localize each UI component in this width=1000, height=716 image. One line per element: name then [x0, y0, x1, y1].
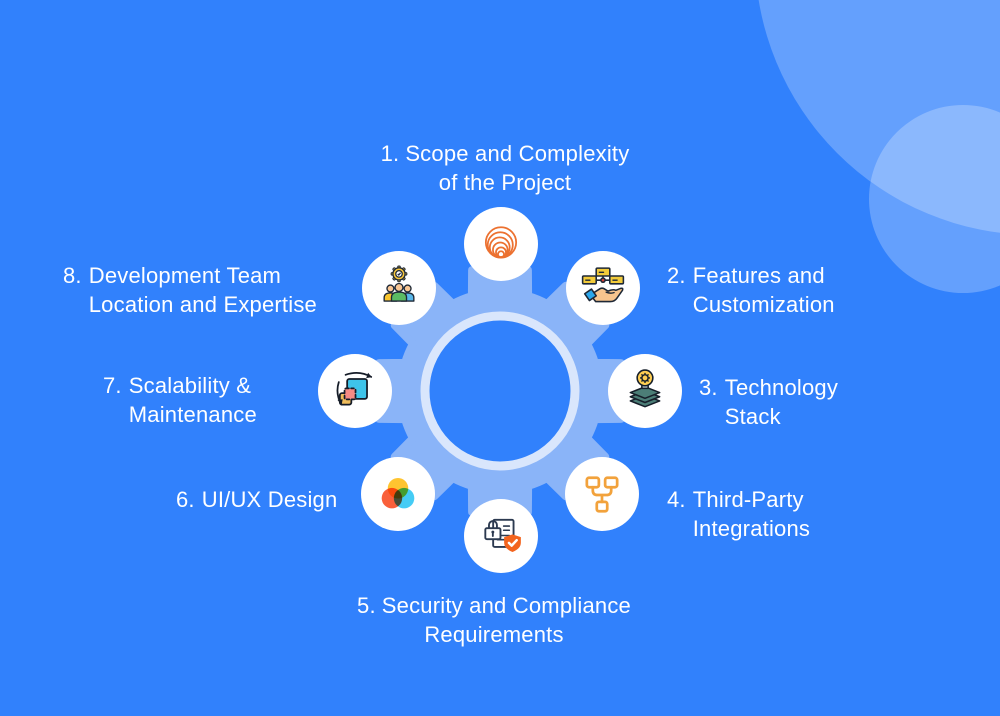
item6-icon-circle [361, 457, 435, 531]
item5-text: Security and Compliance [381, 593, 631, 618]
item8-text-line2: Location and Expertise [88, 292, 317, 317]
item5-label: 5.Security and Compliance Requirements [329, 591, 659, 649]
item8-text: Development Team [88, 263, 282, 288]
item2-label: 2. Features and Customization [667, 261, 835, 319]
item6-label: 6. UI/UX Design [176, 485, 337, 514]
item4-icon-circle [565, 457, 639, 531]
item1-icon-circle [464, 207, 538, 281]
item3-text: Technology [724, 375, 839, 400]
item3-label: 3. Technology Stack [699, 373, 838, 431]
color-wheel-icon [381, 478, 415, 509]
resize-squares-icon [336, 371, 373, 406]
item5-icon-circle [464, 499, 538, 573]
secure-document-shield-icon [484, 518, 521, 552]
item4-text: Third-Party [692, 487, 804, 512]
item3-icon-circle [608, 354, 682, 428]
item6-number: 6. [176, 487, 195, 512]
item4-number: 4. [667, 487, 686, 512]
item5-text-line2: Requirements [424, 622, 564, 647]
item7-text-line2: Maintenance [128, 402, 257, 427]
item4-text-line2: Integrations [692, 516, 811, 541]
inner-ring [420, 311, 580, 471]
item6-text: UI/UX Design [201, 487, 338, 512]
item2-text-line2: Customization [692, 292, 835, 317]
central-gear-shape [372, 263, 628, 519]
integration-tree-icon [585, 476, 619, 513]
complexity-rings-icon [484, 226, 518, 259]
item7-label: 7. Scalability & Maintenance [103, 371, 257, 429]
item2-text: Features and [692, 263, 825, 288]
item7-text: Scalability & [128, 373, 252, 398]
item7-icon-circle [318, 354, 392, 428]
item8-label: 8. Development Team Location and Experti… [63, 261, 317, 319]
item7-number: 7. [103, 373, 122, 398]
hand-flowchart-icon [581, 267, 625, 303]
item2-number: 2. [667, 263, 686, 288]
item8-icon-circle [362, 251, 436, 325]
item4-label: 4. Third-Party Integrations [667, 485, 810, 543]
team-gear-icon [383, 265, 415, 302]
item1-text-line2: of the Project [438, 170, 572, 195]
item3-number: 3. [699, 375, 718, 400]
item8-number: 8. [63, 263, 82, 288]
item5-number: 5. [357, 593, 376, 618]
item1-number: 1. [380, 141, 400, 166]
tech-layers-bulb-icon [629, 369, 661, 408]
item2-icon-circle [566, 251, 640, 325]
item3-text-line2: Stack [724, 404, 781, 429]
item1-text: Scope and Complexity [405, 141, 630, 166]
item1-label: 1.Scope and Complexity of the Project [340, 139, 670, 197]
